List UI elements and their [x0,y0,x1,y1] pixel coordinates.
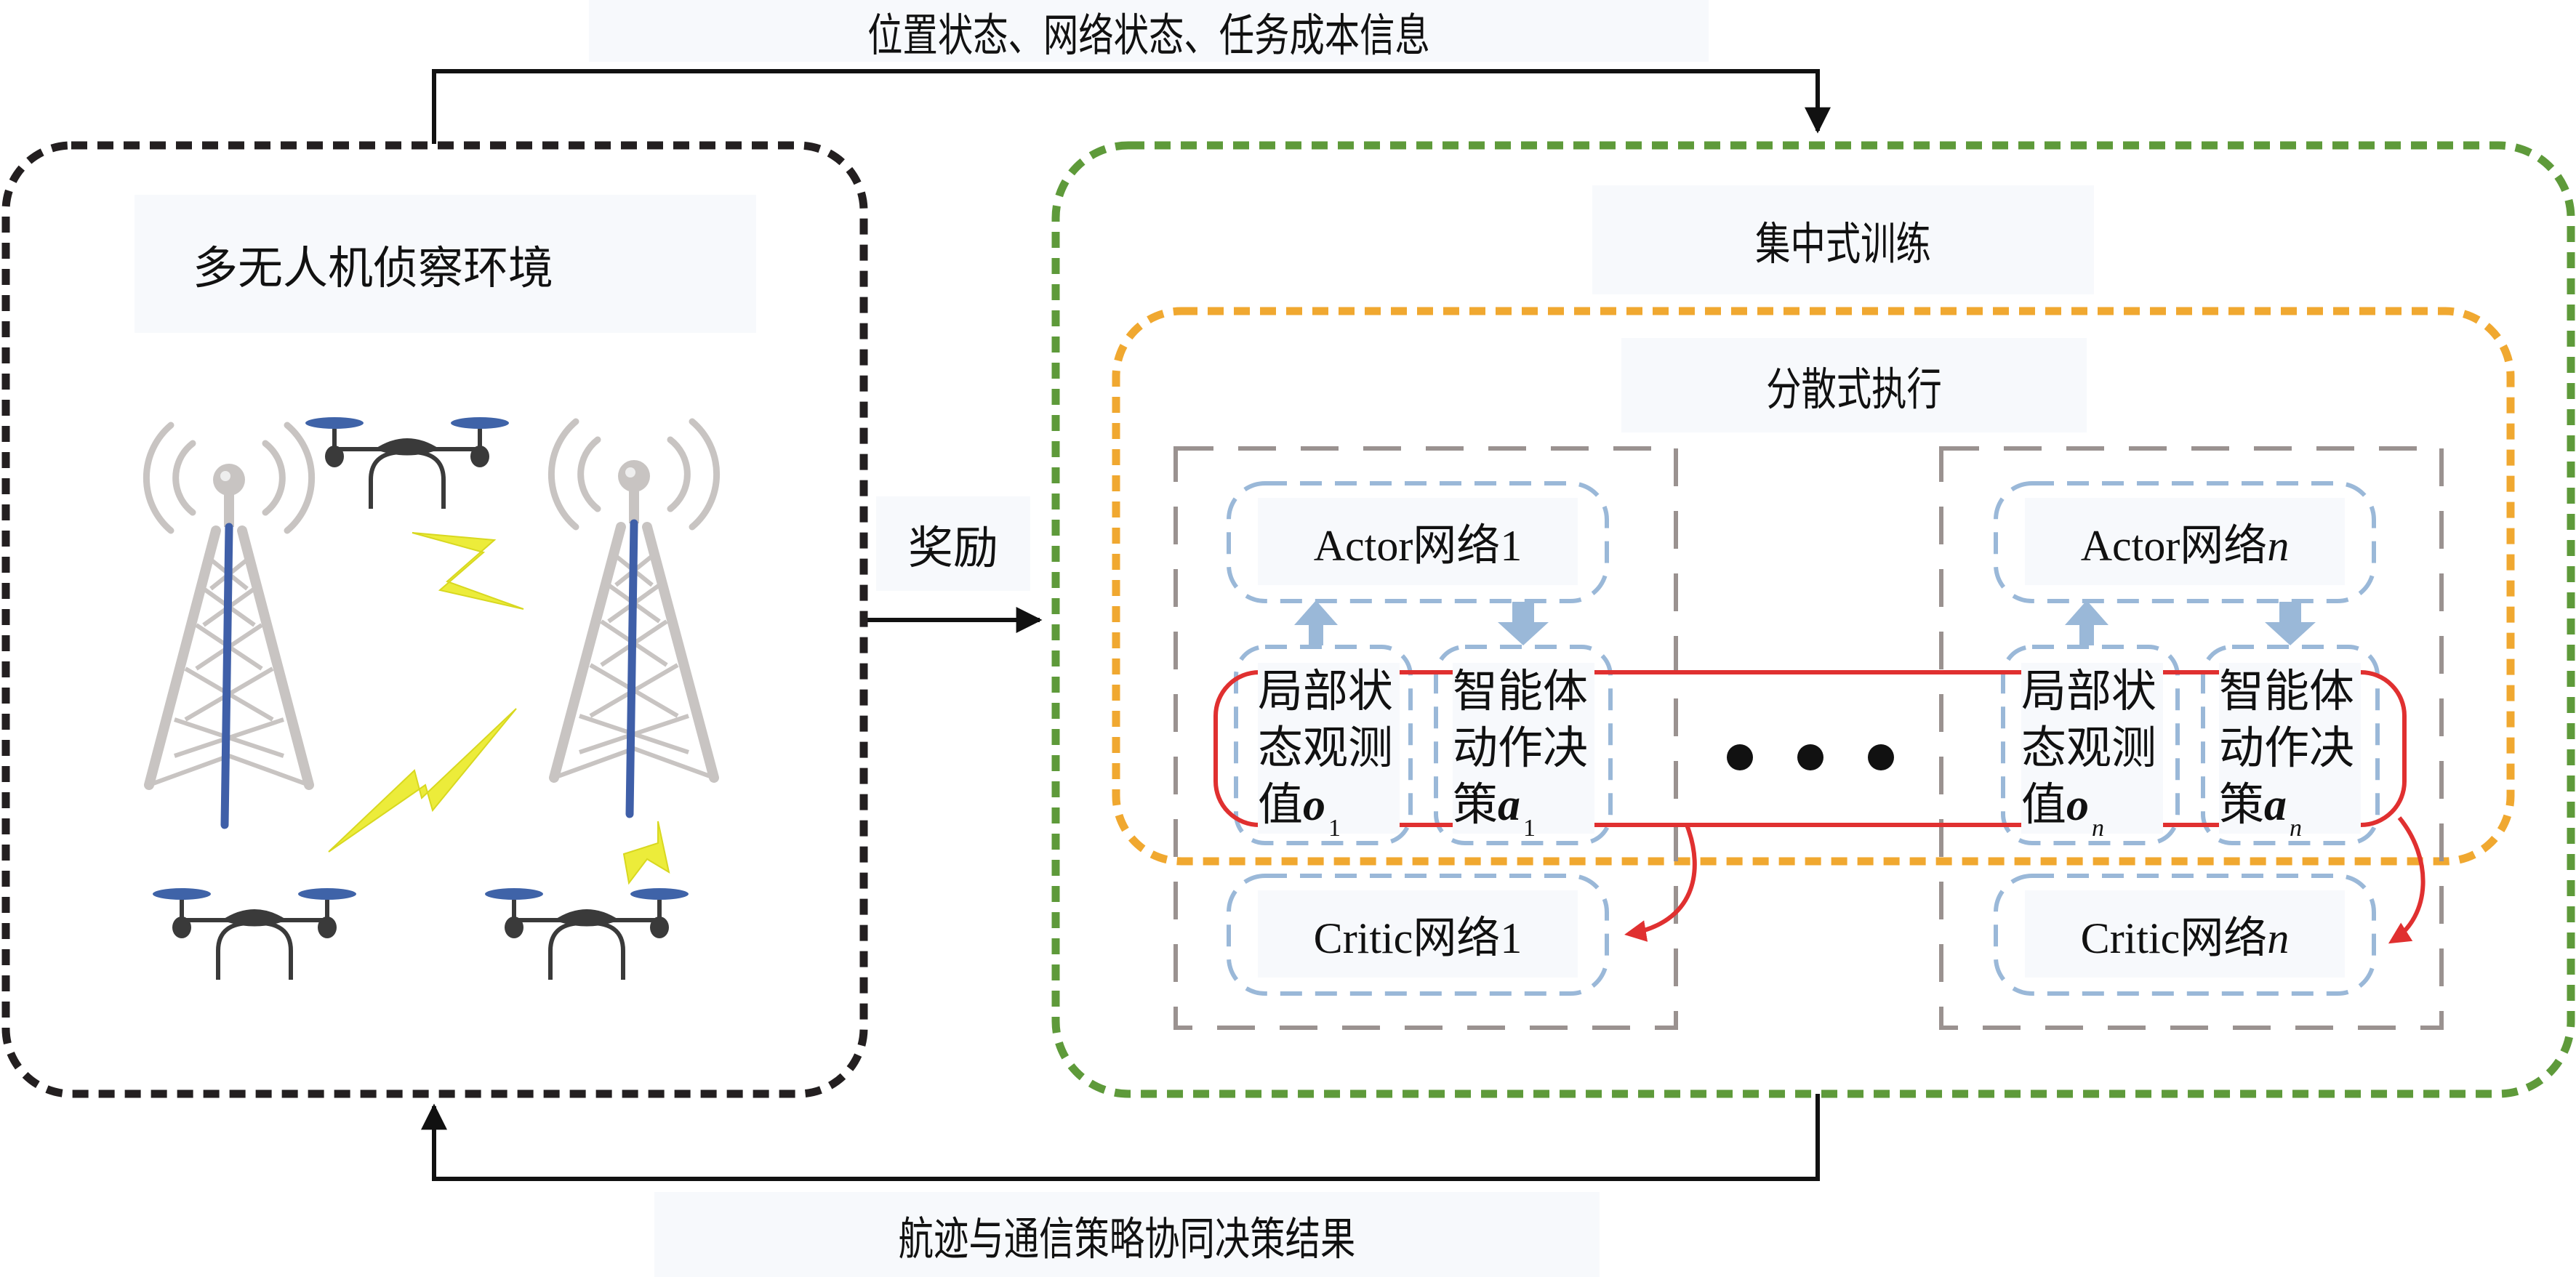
action-1-frame [1434,645,1613,845]
observation-to-actor-arrow [2065,600,2108,645]
centralized-training-label-box: 集中式训练 [1592,185,2094,294]
actor-1-frame [1227,481,1609,603]
signal-tower-icon [143,422,316,829]
action-n-frame [2201,645,2380,845]
actor-to-action-arrow [1498,602,1549,645]
lightning-icon [412,532,524,610]
critic-network-1-label: Critic网络1 [1313,914,1522,962]
lightning-icon [622,821,670,885]
agent-n-container [1939,446,2444,1030]
critic-network-n[interactable]: Critic网络n [2025,890,2345,978]
signal-tower-icon [547,418,721,818]
environment-label: 多无人机侦察环境 [193,241,554,294]
actor-network-1-label: Actor网络1 [1313,521,1522,570]
actor-to-action-arrow [2265,602,2316,645]
observation-to-actor-arrow [1294,600,1338,645]
drone-icon [485,888,689,980]
shared-observation-action-loop [1213,670,2407,827]
critic-n-frame [1994,874,2376,996]
actor-network-n-label: Actor网络n [2080,521,2290,570]
state-info-label-box: 位置状态、网络状态、任务成本信息 [589,0,1709,62]
state-info-label: 位置状态、网络状态、任务成本信息 [867,8,1430,62]
critic-network-1[interactable]: Critic网络1 [1258,890,1578,978]
environment-panel [1,141,868,1098]
actor-network-n[interactable]: Actor网络n [2025,498,2345,585]
state-info-connector [432,69,1831,144]
ellipsis-dots [1727,744,1894,770]
drone-icon [153,888,356,980]
actor-n-frame [1994,481,2376,603]
observation-1-frame [1234,645,1413,845]
agent-n-networks [1994,481,2380,996]
decision-result-label-box: 航迹与通信策略协同决策结果 [654,1192,1600,1277]
agent-1-container [1173,446,1678,1030]
centralized-training-panel [1051,141,2575,1098]
reward-label: 奖励 [907,521,998,574]
decision-result-connector [421,1094,1820,1181]
observation-n-frame [2001,645,2180,845]
lightning-icon [328,708,517,853]
environment-label-box: 多无人机侦察环境 [135,195,756,333]
decision-result-label: 航迹与通信策略协同决策结果 [898,1212,1356,1265]
decentralized-execution-label: 分散式执行 [1766,363,1942,416]
centralized-training-label: 集中式训练 [1755,217,1931,270]
critic-1-frame [1227,874,1609,996]
decentralized-execution-label-box: 分散式执行 [1621,338,2087,432]
actor-network-1[interactable]: Actor网络1 [1258,498,1578,585]
loop-to-critic-1-arrow [1624,823,1697,942]
agent-1-networks [1227,481,1613,996]
drone-icon [305,417,509,509]
decentralized-execution-panel [1112,307,2515,866]
reward-label-box: 奖励 [876,496,1030,591]
critic-network-n-label: Critic网络n [2080,914,2290,962]
loop-to-critic-n-arrow [2388,816,2425,944]
